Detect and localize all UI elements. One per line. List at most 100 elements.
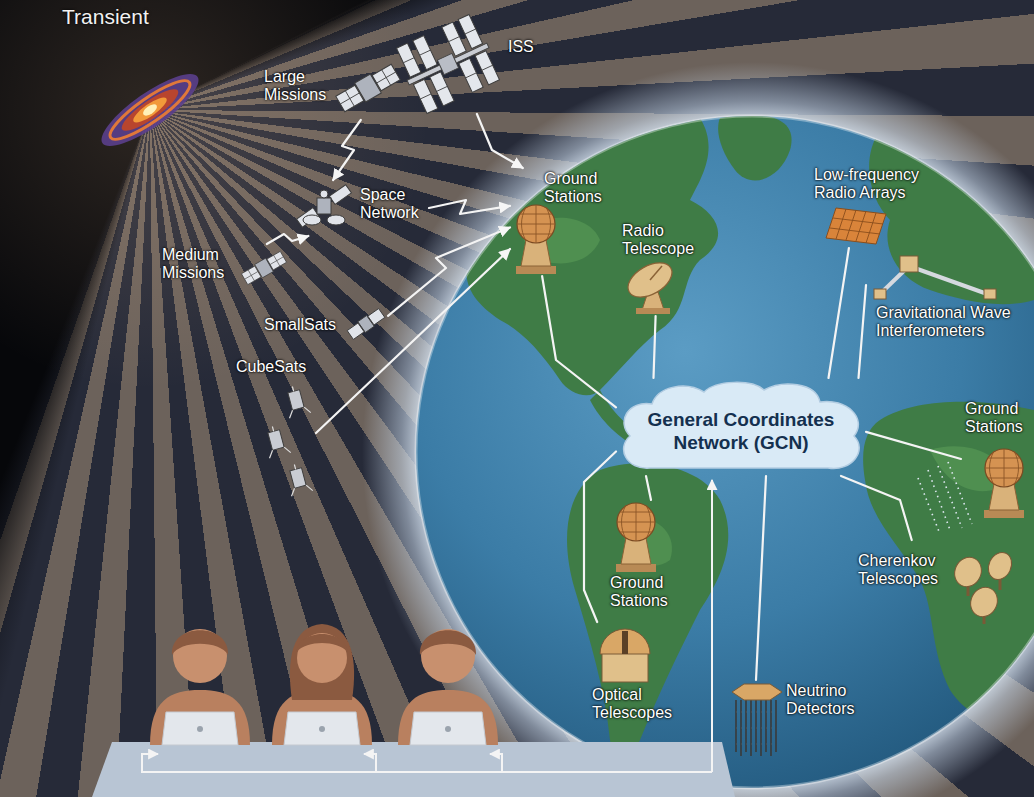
gw-interferometer-icon	[874, 256, 996, 299]
node-label: Medium Missions	[162, 246, 234, 283]
neutrino-detector-icon	[732, 684, 782, 756]
earth-globe-part-part	[466, 118, 718, 395]
ground-station-icons-part	[516, 205, 556, 274]
cubesat-icon-part	[282, 384, 311, 419]
desk-part	[92, 742, 735, 797]
radio-array-node: Low-frequency Radio Arrays	[812, 166, 935, 248]
cubesat-icon-part-part	[290, 468, 306, 488]
cubesat-icon-part-part	[284, 462, 313, 497]
mission-node: Medium Missions	[158, 244, 286, 294]
node-label: Radio Telescope	[622, 222, 702, 259]
earth-globe-part-part	[567, 463, 728, 759]
radio-array-icon-part	[826, 208, 886, 244]
relay-satellite-icon-part	[320, 190, 328, 198]
neutrino-detector-icon-part	[736, 700, 776, 756]
scientist-figures-part	[398, 629, 498, 745]
medium-satellite-icon-part	[255, 258, 274, 278]
gw-interferometer-icon-part	[900, 256, 918, 272]
gw-interferometer-icon-part	[874, 289, 886, 299]
scientist-figures-part-part	[445, 726, 451, 732]
node-label: Optical Telescopes	[592, 686, 676, 723]
node-label: Ground Stations	[544, 170, 614, 207]
scientist-figures-part-part	[162, 712, 238, 745]
relay-satellite-icon-part	[297, 185, 352, 228]
data-link-arrow	[316, 249, 510, 433]
optical-telescope-icon-part	[622, 631, 628, 654]
node-label: ISS	[508, 38, 540, 56]
radio-telescope-icon-part	[622, 256, 678, 304]
data-link-arrow	[477, 114, 523, 168]
earth-globe-part	[416, 116, 1034, 788]
ground-station-node: Ground Stations	[961, 398, 1030, 520]
ground-station-node: Ground Stations	[606, 500, 681, 616]
radio-array-icon	[826, 208, 886, 244]
cubesat-icon-part	[262, 424, 291, 459]
scientist-figures-part-part	[172, 630, 228, 655]
cherenkov-icon-part	[918, 462, 972, 534]
galaxy-icon-part	[141, 102, 159, 118]
mission-node: SmallSats	[262, 302, 388, 348]
data-link-arrow	[333, 120, 361, 180]
mission-node: CubeSats	[232, 356, 316, 496]
scientist-figures-part-part	[197, 726, 203, 732]
cubesat-icon	[262, 384, 313, 497]
relay-satellite-icon	[297, 185, 352, 228]
neutrino-detector-icon-part	[732, 684, 782, 700]
cubesat-icon-part-part	[288, 390, 304, 410]
earth-globe-part-part	[718, 115, 791, 181]
galaxy-icon	[93, 63, 208, 157]
galaxy-icon-part	[117, 83, 183, 137]
optical-telescope-icon-part	[600, 629, 650, 654]
notice-arrows-part	[711, 480, 713, 772]
smallsat-icon	[346, 308, 385, 341]
data-link-arrow	[429, 200, 510, 214]
node-label: SmallSats	[264, 316, 344, 334]
iss-icon-part	[397, 14, 500, 113]
medium-satellite-icon	[241, 250, 287, 286]
large-satellite-icon-part	[355, 74, 382, 102]
notice-arrows	[142, 480, 712, 772]
earth-globe-part	[416, 116, 1034, 788]
node-label: Low-frequency Radio Arrays	[814, 166, 932, 203]
neutrino-node: Neutrino Detectors	[728, 680, 868, 760]
radio-telescope-icon-part	[636, 308, 670, 314]
scientist-figures-part	[272, 624, 372, 745]
data-link-arrow	[267, 234, 309, 244]
node-label: Gravitational Wave Interferometers	[876, 304, 1026, 341]
network-link	[756, 476, 766, 680]
node-label: Ground Stations	[965, 400, 1027, 437]
earth-globe-part	[466, 115, 1034, 759]
neutrino-detector-icon-part	[736, 712, 776, 744]
large-satellite-icon-part	[336, 64, 400, 112]
cherenkov-icon-part-part	[950, 553, 986, 591]
cubesat-icon-part	[284, 462, 313, 497]
medium-satellite-icon-part	[241, 251, 286, 284]
scientist-figures-part-part	[410, 712, 486, 745]
gw-interferometer-icon-part	[984, 289, 996, 299]
gw-interferometer-icon-part	[909, 266, 990, 295]
scientist-figures-part-part	[290, 624, 354, 700]
station-node: ISS	[396, 10, 543, 114]
node-label: Cherenkov Telescopes	[858, 552, 946, 589]
network-link	[646, 476, 651, 500]
cubesat-icon-part-part	[282, 384, 311, 419]
radio-telescope-node: Radio Telescope	[622, 222, 706, 316]
iss-icon-part	[437, 53, 458, 74]
cloud-outline	[624, 382, 860, 468]
cubesat-icon-part-part	[262, 424, 291, 459]
desk	[92, 742, 735, 797]
network-link	[654, 316, 656, 378]
network-link	[841, 476, 912, 540]
cherenkov-icon-part-part	[984, 549, 1016, 584]
network-link	[866, 432, 961, 459]
ground-station-icons-part	[984, 449, 1024, 518]
optical-telescope-icon-part	[602, 652, 648, 682]
network-cloud: General Coordinates Network (GCN)	[616, 378, 866, 476]
cherenkov-icon-part	[984, 549, 1016, 590]
optical-telescope-node: Optical Telescopes	[588, 622, 680, 728]
ground-station-node: Ground Stations	[510, 168, 617, 276]
galaxy-icon-part	[130, 94, 170, 127]
cherenkov-icon-part-part	[966, 583, 1002, 621]
